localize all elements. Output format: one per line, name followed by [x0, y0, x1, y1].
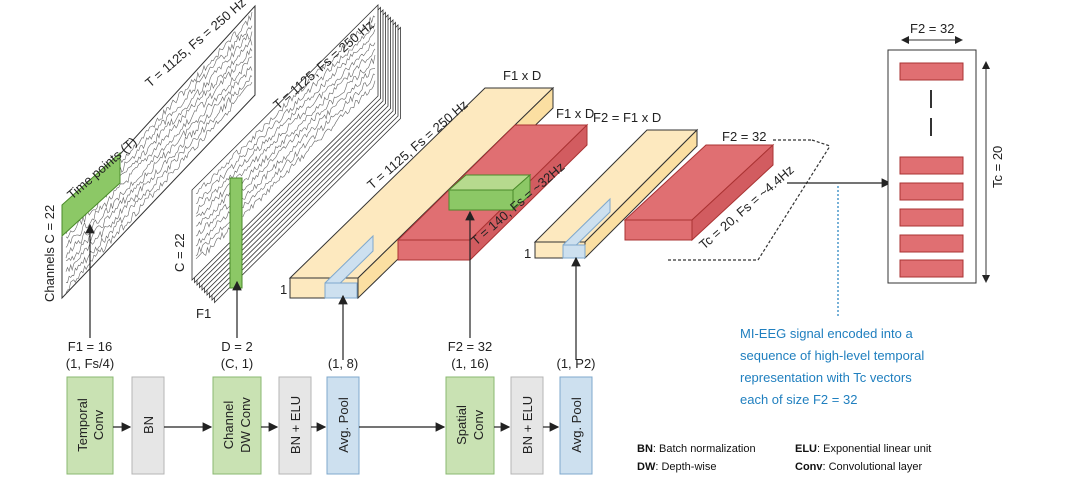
legend: BN: Batch normalization ELU: Exponential… [637, 443, 931, 473]
block-6-line2: Conv [471, 409, 486, 440]
block-avg-pool-1 [326, 376, 360, 475]
fv1-one-label: 1 [280, 282, 287, 297]
block-8-line1: Avg. Pool [569, 397, 584, 453]
output-tc-label: Tc = 20 [990, 146, 1005, 188]
param-5-line2: (1, P2) [556, 356, 595, 371]
output-vector [899, 234, 964, 253]
channel-kernel-highlight [229, 177, 243, 289]
block-avg-pool-2 [559, 376, 593, 475]
spatial-kernel-highlight [448, 189, 514, 211]
output-vectors: F2 = 32 Tc = 20 [887, 21, 1005, 284]
legend-conv: Conv: Convolutional layer [795, 461, 923, 473]
fv2-f2-eq: F2 = F1 x D [593, 110, 661, 125]
block-temporal-conv [66, 376, 114, 475]
stack-layers [191, 4, 401, 304]
block-channel-dw-conv [212, 376, 262, 475]
temporal-kernel-highlight [61, 151, 121, 238]
input-channels-label: Channels C = 22 [42, 205, 57, 302]
fv1-fxd-top: F1 x D [503, 68, 541, 83]
caption-line-4: each of size F2 = 32 [740, 392, 857, 407]
output-vector [899, 208, 964, 227]
fv2-one-label: 1 [524, 246, 531, 261]
caption-line-1: MI-EEG signal encoded into a [740, 326, 913, 341]
legend-elu: ELU: Exponential linear unit [795, 443, 931, 455]
block-bn-elu-2 [510, 376, 544, 475]
output-vector [899, 182, 964, 201]
output-f2-label: F2 = 32 [910, 21, 954, 36]
param-4-line2: (1, 16) [451, 356, 489, 371]
output-vector [899, 62, 964, 81]
block-3-line2: DW Conv [238, 397, 253, 453]
pipeline-blocks: Temporal Conv BN Channel DW Conv BN + EL… [66, 376, 593, 475]
block-5-line1: Avg. Pool [336, 397, 351, 453]
block-4-line1: BN + ELU [288, 396, 303, 454]
param-arrows [85, 210, 581, 360]
block-bn-elu-1 [278, 376, 312, 475]
block-2-line1: BN [141, 416, 156, 434]
stack-f-label: F1 [196, 306, 211, 321]
caption: MI-EEG signal encoded into a sequence of… [740, 326, 924, 407]
block-spatial-conv [445, 376, 495, 475]
caption-line-3: representation with Tc vectors [740, 370, 912, 385]
legend-dw: DW: Depth-wise [637, 461, 716, 473]
block-1-line1: Temporal [75, 398, 90, 452]
block-6-line1: Spatial [454, 405, 469, 445]
block-3-line1: Channel [221, 401, 236, 450]
param-4-line1: F2 = 32 [448, 339, 492, 354]
fv2-f2-32: F2 = 32 [722, 129, 766, 144]
block-1-line2: Conv [91, 409, 106, 440]
param-2-line1: D = 2 [221, 339, 252, 354]
param-3-line2: (1, 8) [328, 356, 358, 371]
param-1-line1: F1 = 16 [68, 339, 112, 354]
output-vector [899, 156, 964, 175]
feature-map-stack: T = 1125, Fs = 250 Hz C = 22 F1 [172, 4, 401, 321]
caption-line-2: sequence of high-level temporal [740, 348, 924, 363]
block-7-line1: BN + ELU [520, 396, 535, 454]
param-2-line2: (C, 1) [221, 356, 254, 371]
stack-c-label: C = 22 [172, 233, 187, 272]
output-vector [899, 259, 964, 278]
param-1-line2: (1, Fs/4) [66, 356, 114, 371]
block-bn [131, 376, 165, 475]
legend-bn: BN: Batch normalization [637, 443, 756, 455]
param-labels: F1 = 16 (1, Fs/4) D = 2 (C, 1) (1, 8) F2… [66, 339, 596, 371]
fv1-fxd-mid: F1 x D [556, 106, 594, 121]
